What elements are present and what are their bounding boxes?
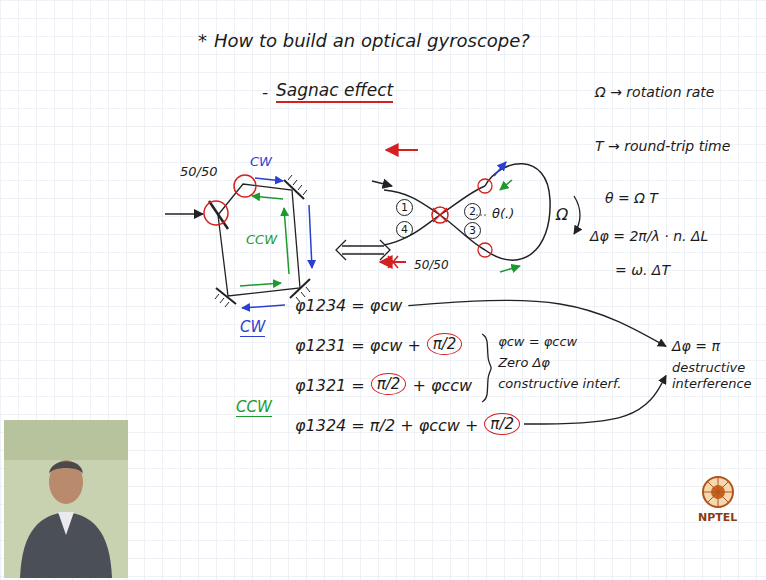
equation: Δφ = 2π/λ · n. ΔL: [590, 228, 708, 245]
direction-label: CW: [240, 318, 265, 337]
rotation-symbol: Ω: [556, 205, 568, 224]
direction-label: CCW: [246, 232, 277, 248]
port-number: 2: [464, 203, 481, 220]
fiber-sagnac-loop: [372, 150, 580, 272]
circled-term: π/2: [371, 373, 407, 395]
port-number: 4: [396, 221, 413, 238]
splitter-ratio: 50/50: [414, 258, 449, 272]
result-note: destructive interference: [672, 360, 760, 391]
direction-label: CCW: [236, 398, 272, 417]
definition-note: T → round-trip time: [595, 138, 745, 155]
splitter-ratio: 50/50: [180, 164, 217, 180]
equation: φ1234 = φcw: [295, 296, 402, 315]
angle-label: θ(.): [492, 206, 514, 222]
subheading: Sagnac effect: [276, 80, 393, 103]
equation: = ω. ΔT: [615, 262, 670, 279]
presenter-video: [4, 420, 128, 578]
dash: -: [262, 82, 268, 102]
curly-brace: [482, 334, 491, 402]
result-note: constructive interf.: [498, 376, 621, 392]
definition-note: Ω → rotation rate: [595, 84, 745, 101]
circled-term: π/2: [484, 413, 520, 435]
result-note: φcw = φccw: [498, 334, 577, 350]
nptel-logo: [703, 477, 733, 507]
result-note: Δφ = π: [672, 338, 720, 355]
equation: θ = Ω T: [605, 190, 658, 207]
equation: φ1231 = φcw +: [295, 336, 421, 355]
ring-interferometer: [165, 175, 312, 308]
port-number: 1: [396, 199, 413, 216]
equivalence-arrow: [336, 240, 390, 260]
port-number: 3: [464, 222, 481, 239]
equation: φ1324 = π/2 + φccw +: [295, 416, 478, 435]
circled-term: π/2: [427, 333, 463, 355]
result-note: Zero Δφ: [498, 355, 550, 371]
equation: + φccw: [412, 376, 472, 395]
slide-title: How to build an optical gyroscope?: [214, 30, 530, 52]
bullet: *: [198, 30, 207, 52]
equation: φ1321 =: [295, 376, 365, 395]
direction-label: CW: [250, 154, 272, 170]
logo-text: NPTEL: [698, 511, 737, 524]
